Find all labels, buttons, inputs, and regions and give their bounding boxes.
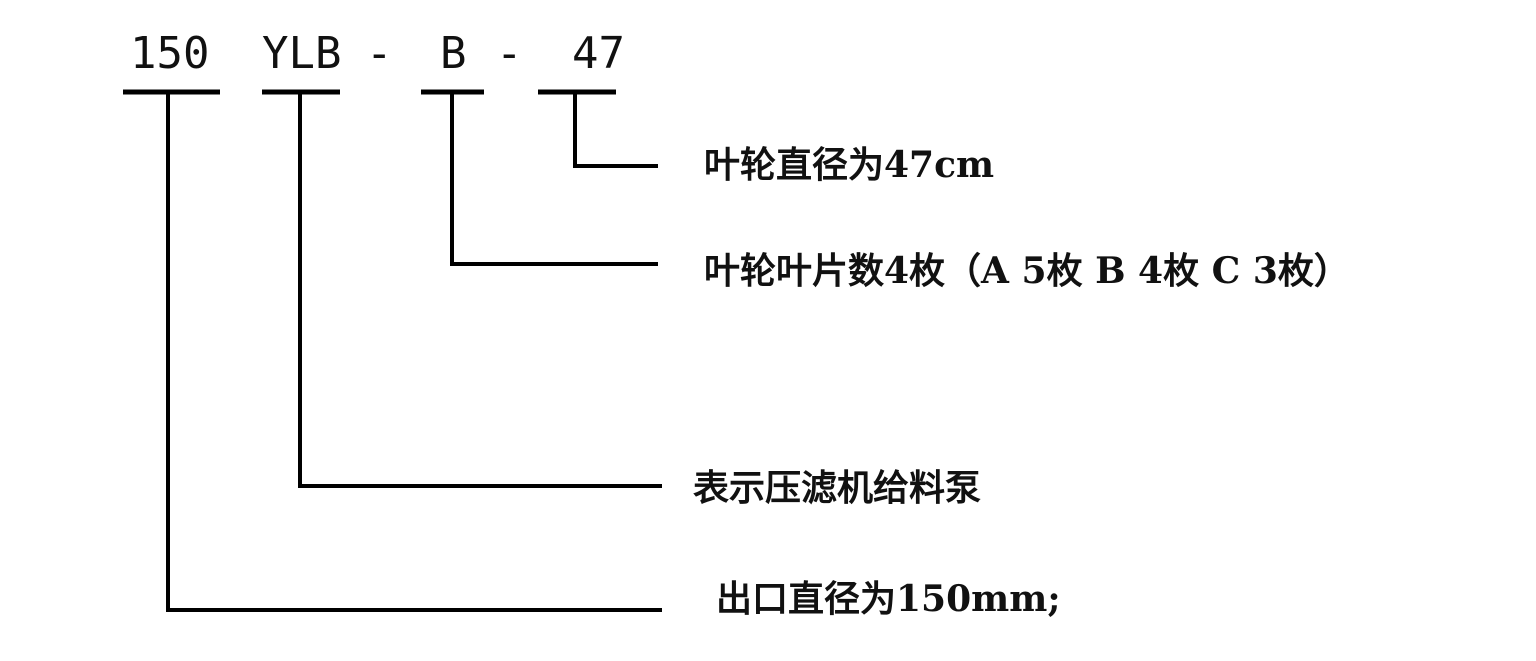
desc-outlet-diameter: 出口直径为150mm; — [716, 578, 1061, 620]
leader-pump-type — [298, 92, 662, 488]
desc-impeller-diameter: 叶轮直径为47cm — [704, 144, 994, 186]
leader-impeller-diameter — [573, 92, 658, 168]
code-separator-1: - — [366, 28, 393, 79]
code-segment-blade: B — [440, 28, 467, 79]
leader-blade-count — [450, 92, 658, 266]
code-segment-separator-2: - — [496, 28, 523, 79]
code-segment-outlet: 150 — [130, 28, 209, 79]
desc-pump-type: 表示压滤机给料泵 — [693, 467, 981, 509]
code-segment-impeller: 47 — [572, 28, 625, 79]
desc-blade-count: 叶轮叶片数4枚（A 5枚 B 4枚 C 3枚） — [704, 250, 1350, 292]
code-segment-series: YLB — [262, 28, 341, 79]
leader-outlet-diameter — [166, 92, 662, 612]
